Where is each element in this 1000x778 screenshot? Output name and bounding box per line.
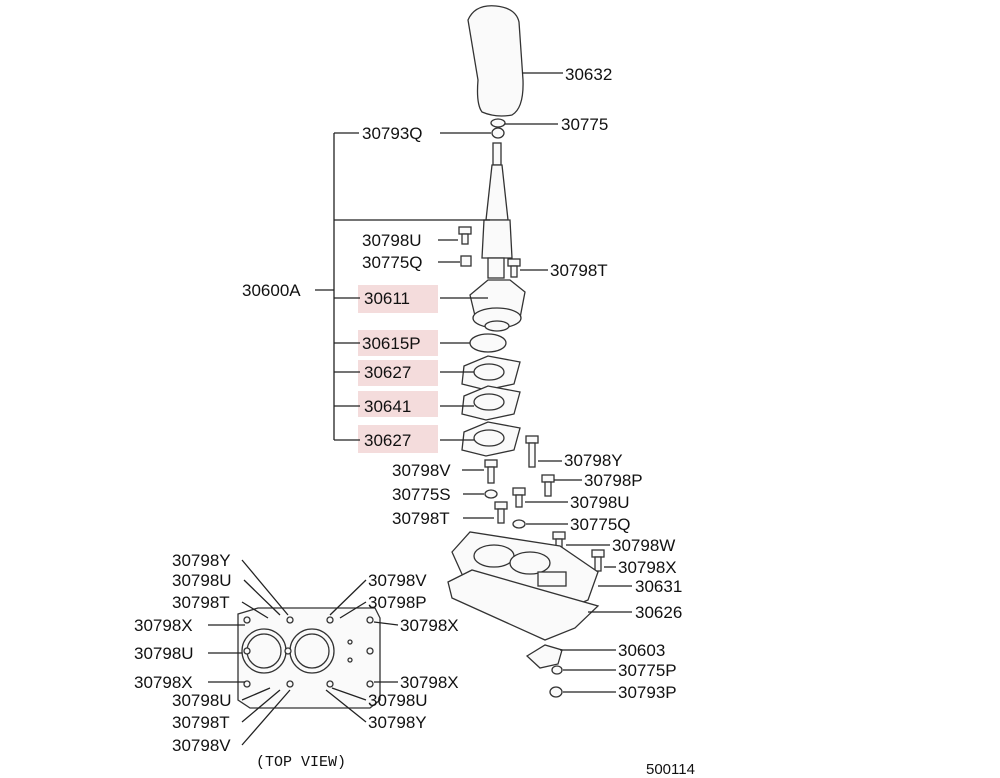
housing-gasket [447,569,600,641]
callout-30798U-b: 30798U [570,493,630,512]
gasket-top [461,355,521,391]
callout-30627-b: 30627 [364,431,411,450]
top-view-caption: (TOP VIEW) [256,754,346,771]
top-view-leaders [208,559,399,746]
callout-30631: 30631 [635,577,682,596]
callout-30793Q: 30793Q [362,124,423,143]
bolt-30798U-a [458,226,472,245]
callout-30641: 30641 [364,397,411,416]
highlight-30611 [358,285,438,313]
highlight-30627-a [358,360,438,386]
shift-knob [467,5,524,117]
top-view-callout-l1: 30798Y [172,551,231,570]
highlight-30615P [358,330,438,356]
top-view-callout-l3: 30798T [172,593,230,612]
callout-30798Y-a: 30798Y [564,451,623,470]
callout-30798U-a: 30798U [362,231,422,250]
bolt-30798Y [525,435,539,468]
lever-housing [469,279,526,332]
callout-30798W: 30798W [612,536,675,555]
top-view-callout-r6: 30798Y [368,713,427,732]
bolt-30798P [541,474,555,497]
top-view-callout-r4: 30798X [400,673,459,692]
top-view-callout-l2: 30798U [172,571,232,590]
top-view-callout-r1: 30798V [368,571,427,590]
callout-30798T-a: 30798T [550,261,608,280]
top-view-callout-l9: 30798V [172,736,231,755]
top-view-callout-l7: 30798U [172,691,232,710]
o-ring [469,333,507,353]
nut-30775P [551,665,563,675]
washer-30775S [484,489,498,499]
nut-30793P [549,686,563,698]
top-view-callout-l8: 30798T [172,713,230,732]
callout-30775Q-a: 30775Q [362,253,423,272]
assembly-label-30600A: 30600A [242,281,301,300]
callout-30611: 30611 [364,289,410,308]
callout-30798V-a: 30798V [392,461,451,480]
highlight-30627-b [358,425,438,453]
top-view-callout-l5: 30798U [134,644,194,663]
shift-lever [481,142,513,279]
bolt-30798X [591,549,605,572]
callout-30775: 30775 [561,115,608,134]
reference-number: 500114 [646,761,695,778]
top-view-callout-l6: 30798X [134,673,193,692]
callout-30626: 30626 [635,603,682,622]
bolt-30798U-b [512,487,526,508]
callout-30632: 30632 [565,65,612,84]
callout-30798T-b: 30798T [392,509,450,528]
bracket-30603 [525,644,563,669]
bolt-30798T-a [507,258,521,278]
callout-30798X-a: 30798X [618,558,677,577]
highlight-30641 [358,391,438,417]
bolt-30798T-b [494,501,508,524]
callout-30603: 30603 [618,641,665,660]
top-view-plate [237,607,381,709]
leader-lines [315,72,632,693]
top-view-callout-l4: 30798X [134,616,193,635]
callout-30627-a: 30627 [364,363,411,382]
knob-nut [490,118,506,139]
top-view-callout-r2: 30798P [368,593,427,612]
bolt-30798V [484,459,498,484]
callout-30775Q-b: 30775Q [570,515,631,534]
plate-30641 [461,385,521,421]
callout-30775P: 30775P [618,661,677,680]
callout-30775S: 30775S [392,485,451,504]
top-view-callout-r3: 30798X [400,616,459,635]
top-view-callout-r5: 30798U [368,691,428,710]
gasket-bottom [461,421,521,457]
callout-30615P: 30615P [362,334,421,353]
callout-30798P-a: 30798P [584,471,643,490]
nut-30775Q-a [460,255,472,267]
washer-30775Q-b [512,519,526,529]
callout-30793P: 30793P [618,683,677,702]
